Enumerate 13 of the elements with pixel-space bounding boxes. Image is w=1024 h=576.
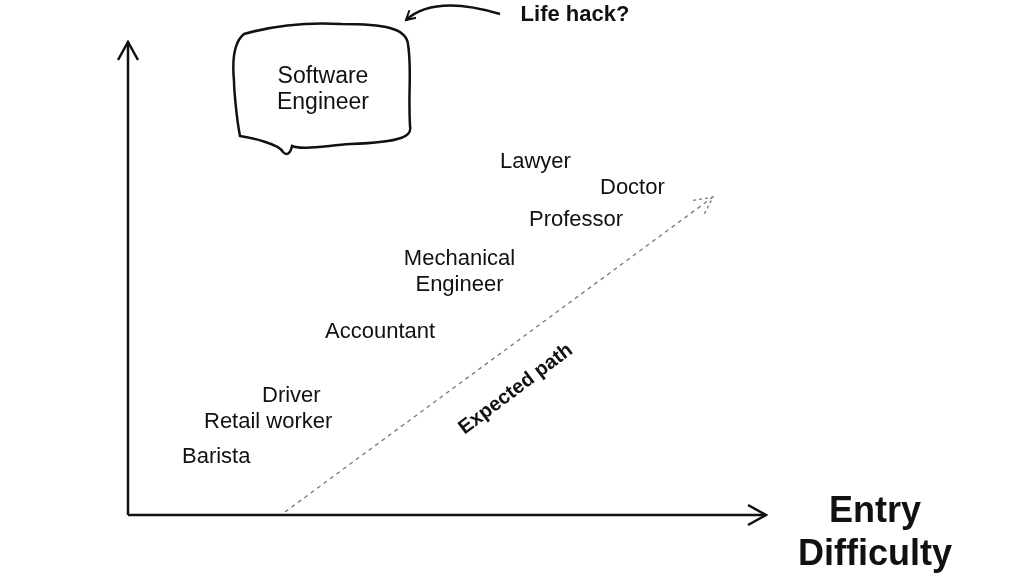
job-title: Driver [262, 382, 321, 409]
job-title: Retail worker [204, 408, 333, 435]
job-title: Doctor [600, 174, 665, 201]
job-title: Mechanical Engineer [402, 245, 517, 298]
job-title: Lawyer [500, 148, 571, 175]
job-title: Software Engineer [275, 61, 371, 115]
annotation-text: Life hack? [520, 1, 630, 27]
curved-arrow [405, 4, 501, 21]
job-title: Barista [182, 443, 251, 470]
axis-label: Entry Difficulty [797, 488, 953, 575]
speech-blob [232, 20, 414, 156]
job-title: Professor [529, 206, 624, 233]
job-title: Accountant [325, 318, 436, 345]
